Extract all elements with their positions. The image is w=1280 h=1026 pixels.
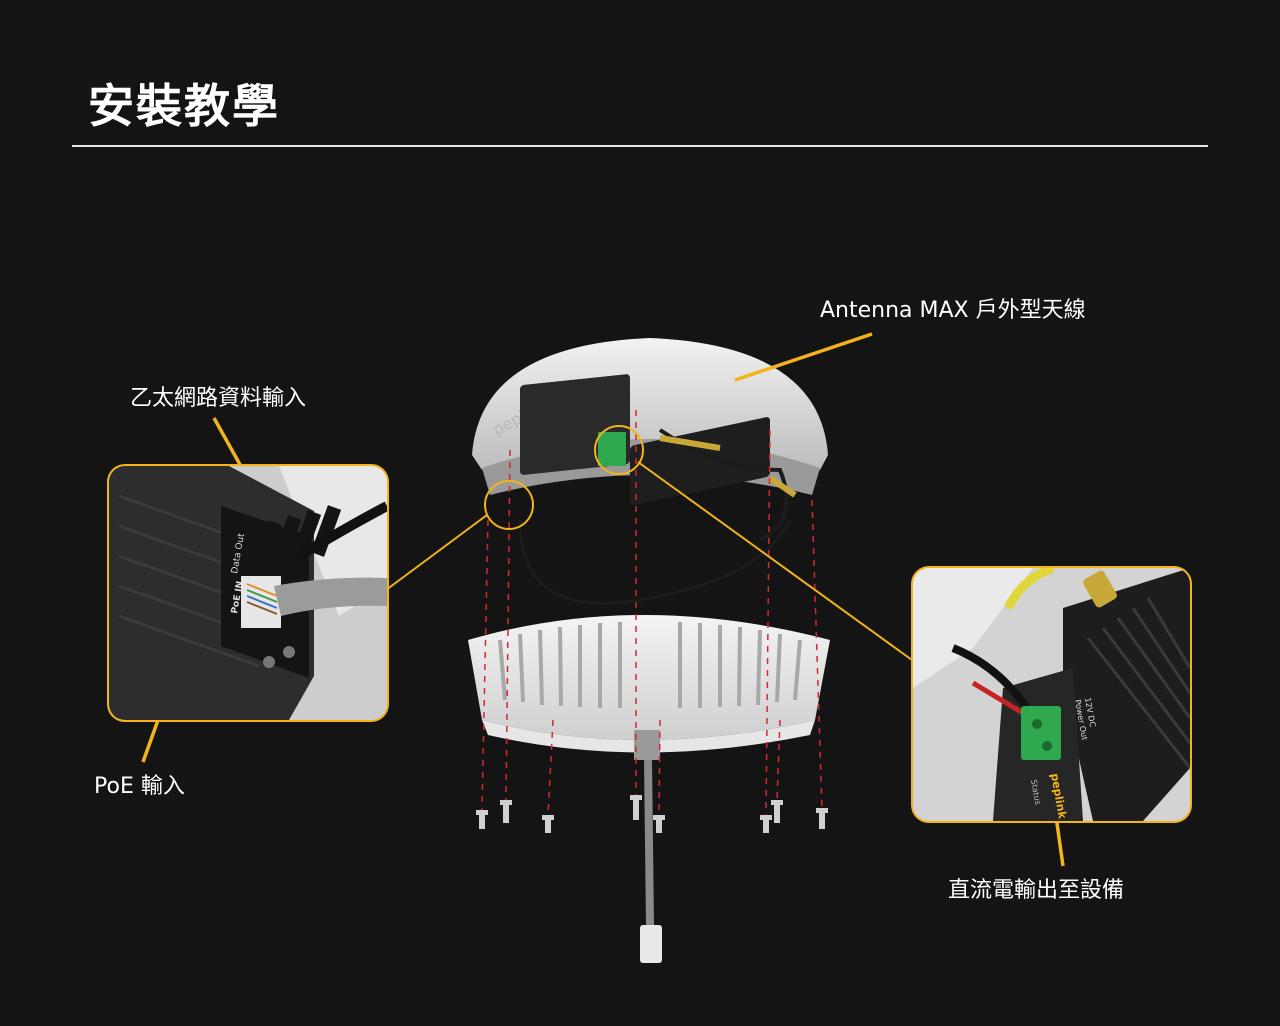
screw-icon — [500, 800, 512, 823]
status-print: Status — [1029, 779, 1042, 806]
dc-port-highlight — [594, 425, 644, 475]
dc-terminal-detail: 12V DC Power Out Status peplink — [911, 566, 1192, 823]
poe-input-label: PoE 輸入 — [94, 774, 185, 799]
callout-lines — [385, 461, 913, 661]
antenna-label: Antenna MAX 戶外型天線 — [820, 298, 1086, 323]
title-divider — [72, 145, 1208, 147]
screw-icon — [816, 808, 828, 829]
screw-icon — [476, 810, 488, 829]
poe-connector-detail: Data Out PoE IN — [107, 464, 389, 722]
screw-icon — [653, 815, 665, 833]
rj45-connector-icon — [640, 925, 662, 963]
screws — [476, 795, 828, 833]
antenna-base — [468, 615, 830, 753]
internal-electronics — [518, 374, 797, 605]
screw-icon — [771, 800, 783, 823]
dc-detail-image: 12V DC Power Out Status peplink — [913, 568, 1190, 821]
ethernet-port-highlight — [484, 480, 534, 530]
dc-output-label: 直流電輸出至設備 — [948, 878, 1125, 903]
screw-icon — [542, 815, 554, 833]
screw-guide-lines — [481, 410, 823, 816]
page-title: 安裝教學 — [88, 79, 280, 133]
screw-icon — [630, 795, 642, 820]
poe-cable — [634, 730, 662, 963]
ethernet-input-label: 乙太網路資料輸入 — [130, 386, 307, 411]
poe-detail-image: Data Out PoE IN — [109, 466, 387, 720]
terminal-block-icon — [1021, 706, 1061, 760]
screw-icon — [760, 815, 772, 833]
